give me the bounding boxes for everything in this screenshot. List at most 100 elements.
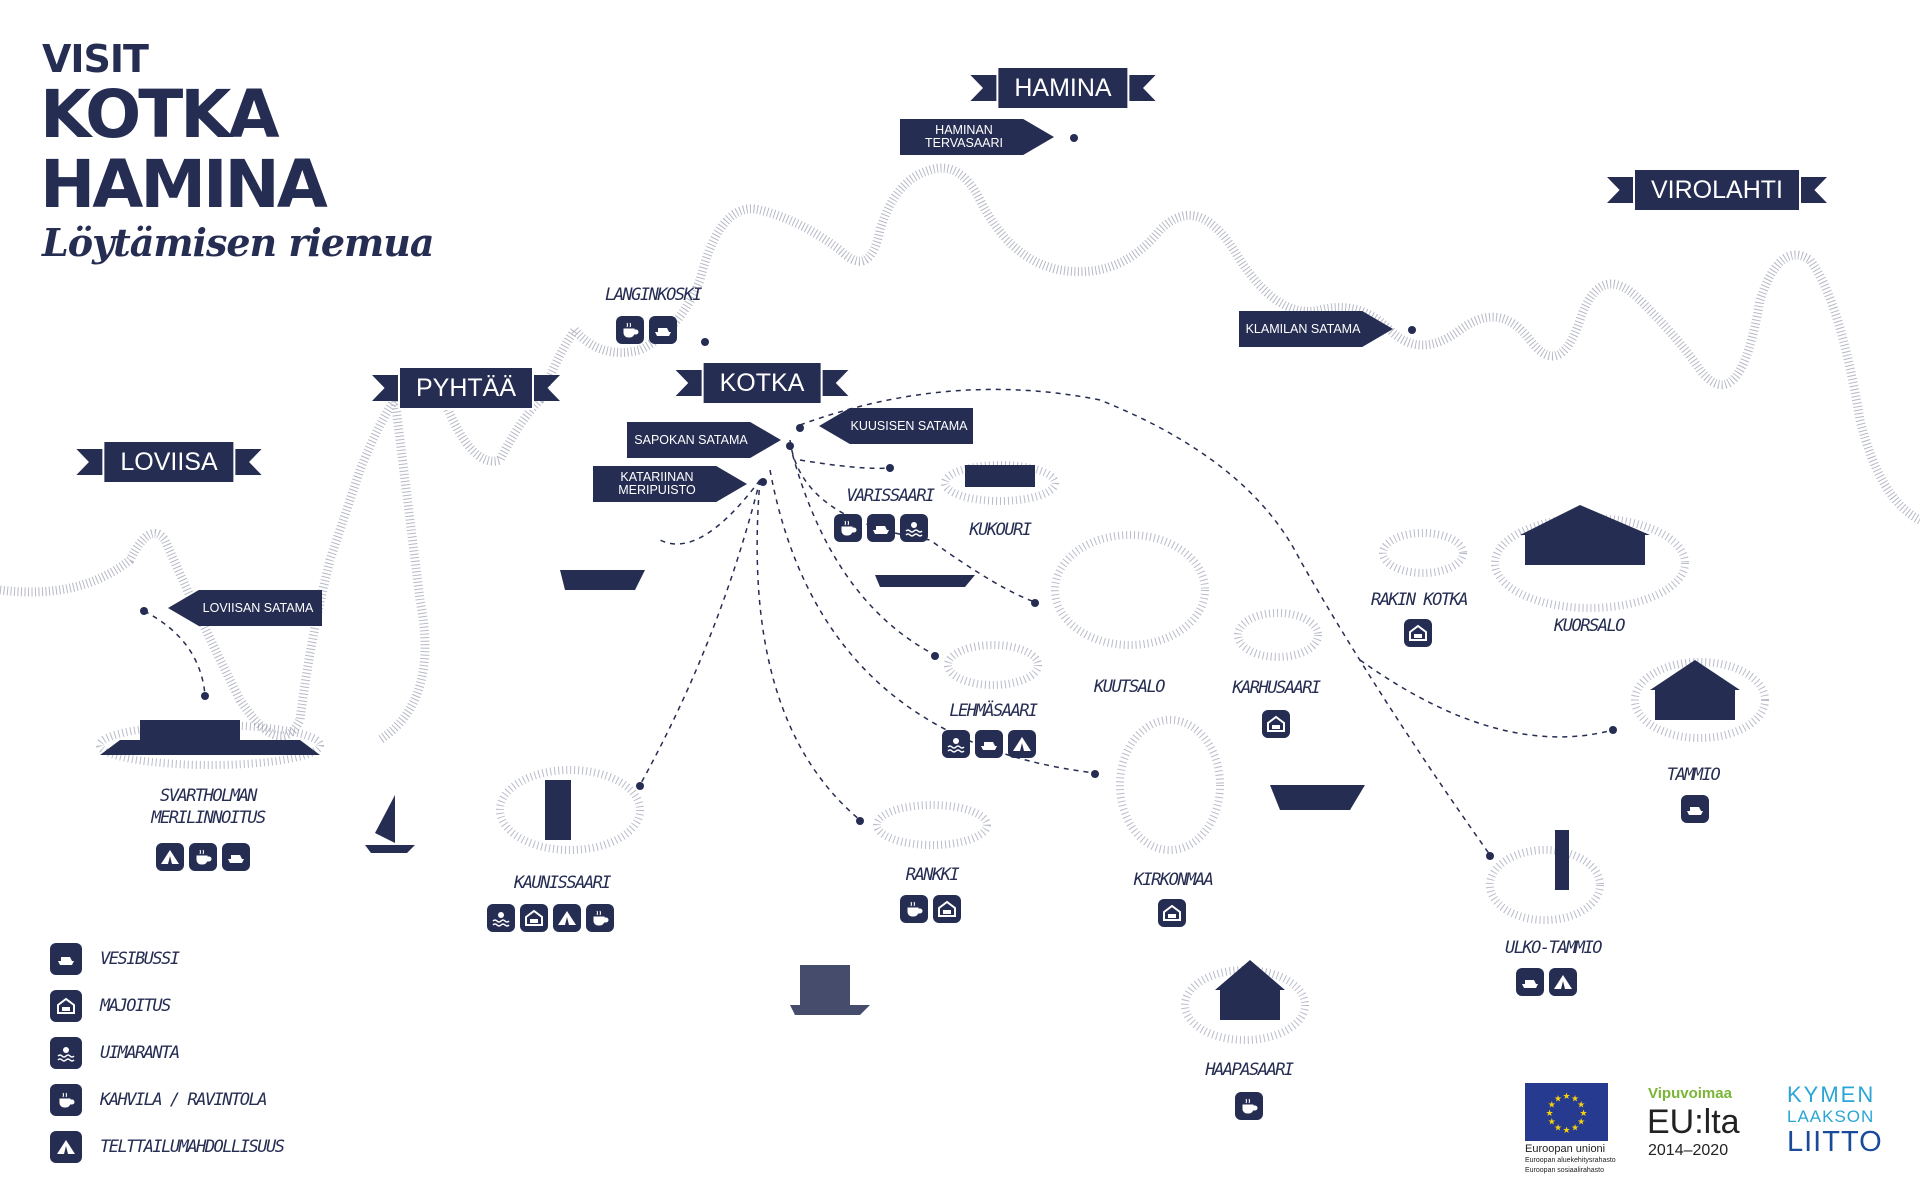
- amenity-icons: [942, 730, 1036, 758]
- harbour-loviisan-satama[interactable]: LOVIISAN SATAMA: [168, 590, 322, 626]
- harbour-sapokan-satama[interactable]: SAPOKAN SATAMA: [627, 422, 781, 458]
- illustrations: [100, 465, 1740, 1020]
- svg-text:★: ★: [1571, 1093, 1579, 1103]
- svg-text:★: ★: [1554, 1093, 1562, 1103]
- amenity-icons: [616, 316, 677, 344]
- lodging-icon: [933, 895, 961, 923]
- svg-text:★: ★: [1562, 1125, 1570, 1135]
- tent-icon: [1549, 968, 1577, 996]
- coffee-icon: [616, 316, 644, 344]
- region-virolahti[interactable]: VIROLAHTI: [1607, 170, 1827, 210]
- amenity-icons: [1158, 899, 1186, 927]
- place-label[interactable]: KUUTSALO: [1094, 677, 1165, 697]
- logo-tagline: Löytämisen riemua: [42, 220, 434, 265]
- coffee-icon: [900, 895, 928, 923]
- beach-icon: [900, 514, 928, 542]
- boat-icon: [867, 514, 895, 542]
- region-kotka[interactable]: KOTKA: [675, 363, 849, 403]
- eu-title: Euroopan unioni: [1525, 1143, 1606, 1155]
- amenity-icons: [156, 843, 250, 871]
- kymen-logo-line3: LIITTO: [1787, 1126, 1883, 1158]
- svg-text:★: ★: [1554, 1123, 1562, 1133]
- place-label[interactable]: KARHUSAARI: [1232, 678, 1321, 698]
- lodging-icon: [1404, 619, 1432, 647]
- svg-text:★: ★: [1579, 1108, 1587, 1118]
- place-label[interactable]: KUKOURI: [969, 520, 1032, 540]
- place-label[interactable]: KUORSALO: [1554, 616, 1625, 636]
- svg-text:★: ★: [1577, 1100, 1585, 1110]
- tent-icon: [156, 843, 184, 871]
- place-label[interactable]: KIRKONMAA: [1133, 870, 1214, 890]
- place-label[interactable]: LANGINKOSKI: [604, 285, 703, 305]
- boat-icon: [975, 730, 1003, 758]
- place-label[interactable]: RANKKI: [905, 865, 960, 885]
- svg-text:★: ★: [1548, 1117, 1556, 1127]
- logo-visit: VISIT: [42, 37, 149, 81]
- harbour-kuusisen-satama[interactable]: KUUSISEN SATAMA: [819, 408, 973, 444]
- kymen-logo-line1: KYMEN: [1787, 1082, 1876, 1107]
- legend-label: TELTTAILUMAHDOLLISUUS: [100, 1137, 285, 1157]
- svg-text:★: ★: [1571, 1123, 1579, 1133]
- vipuvoimaa-eulta: EU:lta: [1647, 1103, 1740, 1141]
- boat-icon: [649, 316, 677, 344]
- boat-icon: [1681, 795, 1709, 823]
- coffee-icon: [1235, 1092, 1263, 1120]
- legend-item: UIMARANTA: [50, 1037, 180, 1069]
- beach-icon: [50, 1037, 82, 1069]
- eu-sub1: Euroopan aluekehitysrahasto: [1525, 1157, 1616, 1164]
- boat-icon: [222, 843, 250, 871]
- boat-icon: [1516, 968, 1544, 996]
- region-pyhtaa[interactable]: PYHTÄÄ: [371, 368, 561, 408]
- lodging-icon: [1262, 710, 1290, 738]
- lodging-icon: [1158, 899, 1186, 927]
- region-hamina[interactable]: HAMINA: [970, 68, 1156, 108]
- location-markers: [140, 134, 1617, 860]
- legend-item: VESIBUSSI: [50, 943, 180, 975]
- place-label[interactable]: RAKIN KOTKA: [1370, 590, 1469, 610]
- svg-text:★: ★: [1577, 1117, 1585, 1127]
- amenity-icons: [900, 895, 961, 923]
- svg-text:★: ★: [1545, 1108, 1553, 1118]
- tent-icon: [553, 904, 581, 932]
- coffee-icon: [586, 904, 614, 932]
- place-label[interactable]: LEHMÄSAARI: [949, 701, 1038, 721]
- logo-hamina: HAMINA: [40, 146, 328, 223]
- beach-icon: [487, 904, 515, 932]
- legend-label: UIMARANTA: [100, 1043, 180, 1063]
- place-label[interactable]: SVARTHOLMAN MERILINNOITUS: [151, 786, 266, 828]
- ferry-routes: [143, 388, 1614, 856]
- boat-icon: [50, 943, 82, 975]
- islands: [96, 461, 1769, 1044]
- kymen-logo-line2: LAAKSON: [1787, 1107, 1875, 1126]
- amenity-icons: [1262, 710, 1290, 738]
- harbour-katariinan-meripuisto[interactable]: KATARIINAN MERIPUISTO: [593, 466, 747, 502]
- place-label[interactable]: ULKO-TAMMIO: [1504, 938, 1603, 958]
- eu-stars-icon: ★★★★★★★★★★★★: [1545, 1091, 1587, 1135]
- harbour-haminan-tervasaari[interactable]: HAMINAN TERVASAARI: [900, 119, 1054, 155]
- legend-label: VESIBUSSI: [100, 949, 180, 969]
- tent-icon: [50, 1131, 82, 1163]
- place-label[interactable]: TAMMIO: [1666, 765, 1721, 785]
- vipuvoimaa-logo: Vipuvoimaa: [1648, 1085, 1732, 1102]
- legend-label: MAJOITUS: [100, 996, 171, 1016]
- place-label[interactable]: KAUNISSAARI: [513, 873, 612, 893]
- legend-label: KAHVILA / RAVINTOLA: [100, 1090, 267, 1110]
- lodging-icon: [50, 990, 82, 1022]
- svg-text:★: ★: [1548, 1100, 1556, 1110]
- eu-flag-logo: ★★★★★★★★★★★★: [1525, 1083, 1608, 1141]
- amenity-icons: [1516, 968, 1577, 996]
- svg-text:★: ★: [1562, 1091, 1570, 1101]
- eu-sub2: Euroopan sosiaalirahasto: [1525, 1167, 1604, 1174]
- region-loviisa[interactable]: LOVIISA: [76, 442, 262, 482]
- amenity-icons: [487, 904, 614, 932]
- place-label[interactable]: VARISSAARI: [846, 486, 935, 506]
- legend-item: MAJOITUS: [50, 990, 171, 1022]
- amenity-icons: [1681, 795, 1709, 823]
- beach-icon: [942, 730, 970, 758]
- harbour-klamilan-satama[interactable]: KLAMILAN SATAMA: [1239, 311, 1393, 347]
- legend-item: TELTTAILUMAHDOLLISUUS: [50, 1131, 285, 1163]
- place-label[interactable]: HAAPASAARI: [1205, 1060, 1294, 1080]
- amenity-icons: [834, 514, 928, 542]
- tent-icon: [1008, 730, 1036, 758]
